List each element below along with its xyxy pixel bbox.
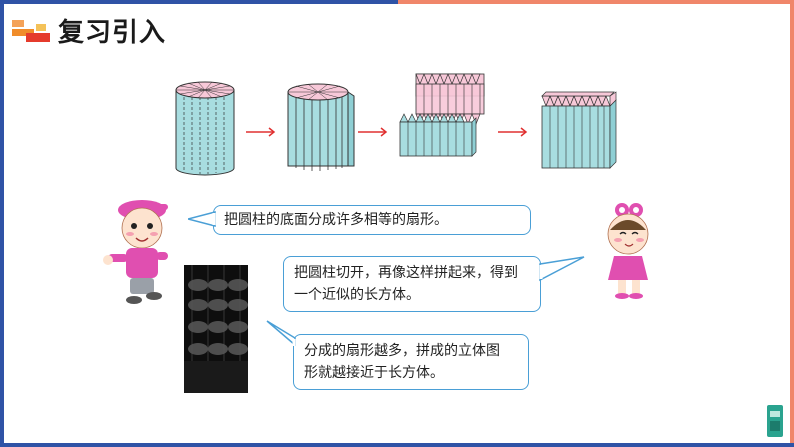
bubble-2-tail: [539, 256, 585, 282]
bubble-3-tail: [266, 320, 296, 346]
boy-cartoon: [103, 200, 168, 304]
speech-bubble-3: 分成的扇形越多，拼成的立体图 形就越接近于长方体。: [293, 334, 529, 390]
cylinder-to-cuboid-diagram: [175, 73, 617, 176]
cylinder-cut: [287, 83, 355, 171]
left-border: [0, 0, 4, 447]
top-border-left: [0, 0, 398, 4]
speech-bubble-1: 把圆柱的底面分成许多相等的扇形。: [213, 205, 531, 235]
split-halves: [399, 73, 485, 157]
right-arrow-icon: [498, 127, 528, 137]
bottom-border: [0, 443, 794, 447]
top-border-right: [398, 0, 794, 4]
stacked-blocks-icon: [12, 20, 50, 42]
speech-bubble-2: 把圆柱切开，再像这样拼起来，得到 一个近似的长方体。: [283, 256, 541, 312]
girl-cartoon: [607, 203, 649, 299]
right-arrow-icon: [358, 127, 388, 137]
book-icon: [767, 405, 783, 437]
bubble-3-line-2: 形就越接近于长方体。: [304, 365, 444, 381]
bubble-2-line-2: 一个近似的长方体。: [294, 287, 420, 303]
right-arrow-icon: [246, 127, 276, 137]
bubble-2-line-1: 把圆柱切开，再像这样拼起来，得到: [294, 265, 518, 281]
right-border: [790, 0, 794, 447]
approximate-cuboid: [541, 91, 617, 169]
bubble-1-text: 把圆柱的底面分成许多相等的扇形。: [224, 212, 448, 228]
bubble-1-tail: [188, 211, 216, 227]
page-title: 复习引入: [58, 18, 167, 48]
cylinder-divided: [175, 81, 235, 176]
bubble-3-line-1: 分成的扇形越多，拼成的立体图: [304, 343, 500, 359]
slicing-animation-image: [184, 265, 248, 393]
